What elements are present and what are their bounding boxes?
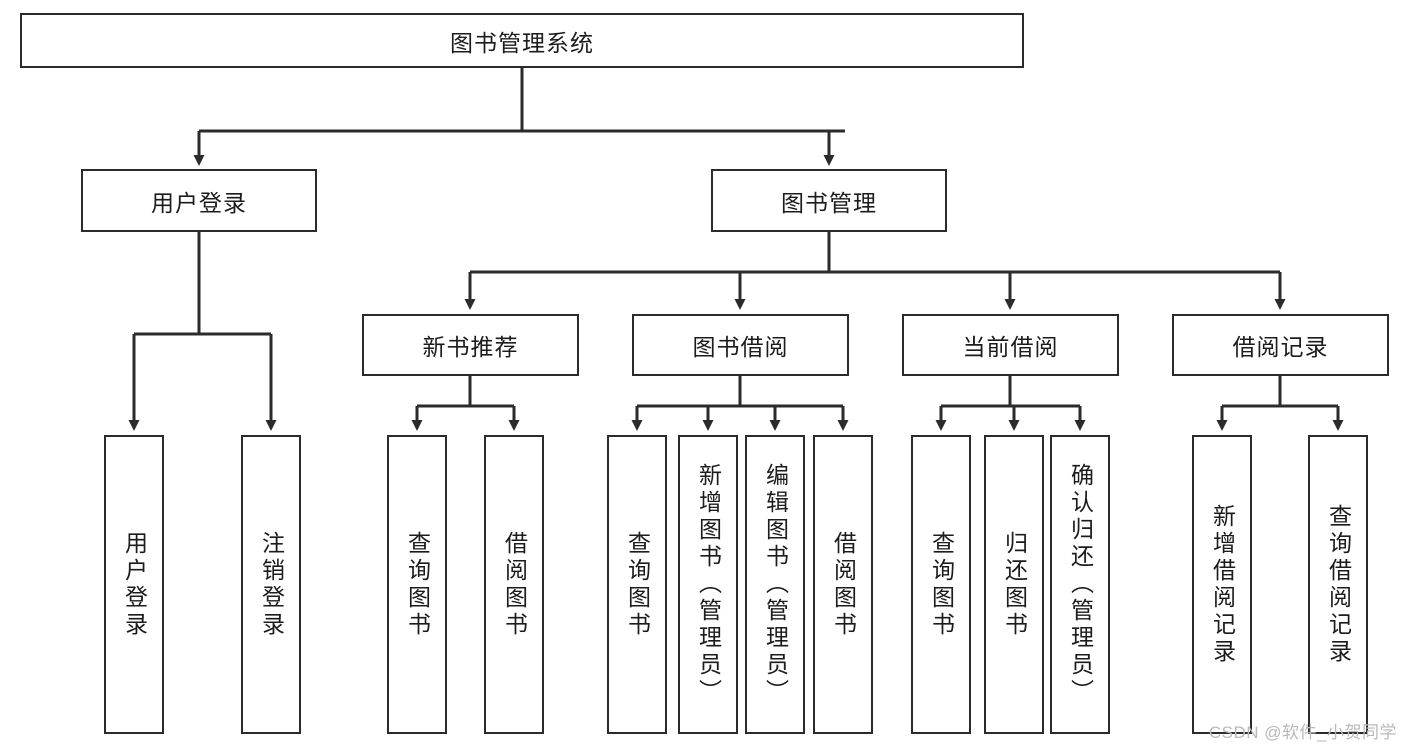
node-leaf-logout-label: 注销登录: [258, 530, 285, 639]
node-leaf-query-borrow-record[interactable]: 查询借阅记录: [1308, 435, 1368, 734]
node-leaf-borrow-book[interactable]: 借阅图书: [813, 435, 873, 734]
node-leaf-add-borrow-record[interactable]: 新增借阅记录: [1192, 435, 1252, 734]
node-root[interactable]: 图书管理系统: [20, 13, 1024, 68]
node-leaf-query-book-recommend-label: 查询图书: [404, 530, 431, 639]
node-leaf-query-book-current[interactable]: 查询图书: [911, 435, 971, 734]
node-user-login-label: 用户登录: [151, 189, 247, 216]
node-book-borrow[interactable]: 图书借阅: [632, 314, 849, 376]
connector-lines: [128, 68, 1344, 431]
node-book-borrow-label: 图书借阅: [692, 334, 789, 360]
node-borrow-records[interactable]: 借阅记录: [1172, 314, 1389, 376]
node-leaf-borrow-book-label: 借阅图书: [830, 530, 857, 639]
node-leaf-user-login-label: 用户登录: [121, 530, 148, 639]
node-leaf-query-book-recommend[interactable]: 查询图书: [387, 435, 447, 734]
node-leaf-confirm-return-label: 确认归还（管理员）: [1067, 463, 1094, 706]
node-book-management-label: 图书管理: [781, 189, 877, 216]
node-new-book-recommend-label: 新书推荐: [422, 334, 519, 360]
node-leaf-query-book-current-label: 查询图书: [928, 530, 955, 639]
node-leaf-return-book[interactable]: 归还图书: [984, 435, 1044, 734]
node-leaf-query-borrow-record-label: 查询借阅记录: [1325, 503, 1352, 666]
node-borrow-records-label: 借阅记录: [1232, 334, 1329, 360]
node-book-management[interactable]: 图书管理: [711, 169, 947, 232]
node-leaf-add-book-label: 新增图书（管理员）: [695, 463, 722, 706]
node-leaf-edit-book[interactable]: 编辑图书（管理员）: [745, 435, 805, 734]
node-leaf-edit-book-label: 编辑图书（管理员）: [762, 463, 789, 706]
node-leaf-logout[interactable]: 注销登录: [241, 435, 301, 734]
node-leaf-borrow-book-recommend[interactable]: 借阅图书: [484, 435, 544, 734]
node-leaf-confirm-return[interactable]: 确认归还（管理员）: [1050, 435, 1110, 734]
node-new-book-recommend[interactable]: 新书推荐: [362, 314, 579, 376]
node-leaf-query-book-borrow[interactable]: 查询图书: [607, 435, 667, 734]
node-leaf-query-book-borrow-label: 查询图书: [624, 530, 651, 639]
node-current-borrow-label: 当前借阅: [962, 334, 1059, 360]
node-root-label: 图书管理系统: [450, 29, 594, 56]
node-leaf-add-borrow-record-label: 新增借阅记录: [1209, 503, 1236, 666]
node-current-borrow[interactable]: 当前借阅: [902, 314, 1119, 376]
node-leaf-borrow-book-recommend-label: 借阅图书: [501, 530, 528, 639]
csdn-watermark: CSDN @软件_小贺同学: [1208, 723, 1397, 742]
node-user-login[interactable]: 用户登录: [81, 169, 317, 232]
node-leaf-add-book[interactable]: 新增图书（管理员）: [678, 435, 738, 734]
node-leaf-return-book-label: 归还图书: [1001, 530, 1028, 639]
node-leaf-user-login[interactable]: 用户登录: [104, 435, 164, 734]
